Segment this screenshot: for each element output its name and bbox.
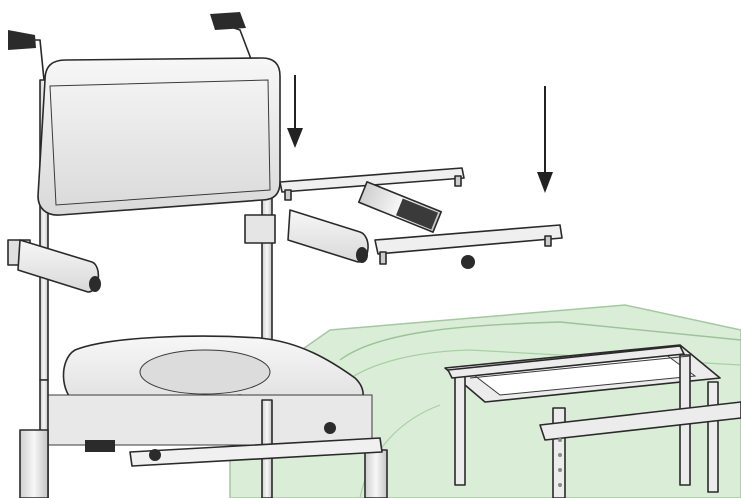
down-arrow-left <box>287 75 303 148</box>
down-arrow-right <box>537 86 553 193</box>
tub-frame-bolts <box>558 438 562 487</box>
tub-basin-side <box>359 404 441 498</box>
rail-bottom <box>374 224 563 255</box>
handle-grip-right <box>210 12 246 30</box>
backrest <box>8 12 281 381</box>
tub-transfer-frame <box>444 344 741 498</box>
tub-rim-inner <box>339 321 741 361</box>
down-arrow-icon <box>537 172 553 193</box>
down-arrow-icon <box>287 128 303 148</box>
rail-top <box>279 167 465 193</box>
commode-seat <box>19 335 388 498</box>
seat-opening <box>139 349 271 395</box>
left-armrest <box>7 239 101 293</box>
handle-grip-left <box>8 30 36 50</box>
removable-armrest-assembly <box>244 167 563 269</box>
